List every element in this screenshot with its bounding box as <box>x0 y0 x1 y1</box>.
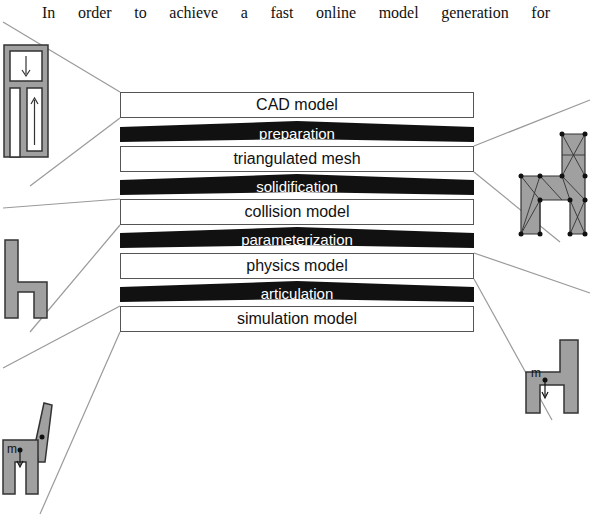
process-band: articulation <box>120 281 474 302</box>
collision-icon <box>5 240 47 318</box>
process-band: preparation <box>120 121 474 142</box>
model-box: physics model <box>120 253 474 279</box>
mesh-icon <box>519 132 588 237</box>
cad-icon <box>4 45 48 157</box>
leader-lines <box>3 22 590 514</box>
simulation-icon <box>3 403 52 494</box>
step-label: articulation <box>261 282 334 302</box>
step-label: parameterization <box>241 228 353 248</box>
model-label: CAD model <box>256 96 338 114</box>
model-label: simulation model <box>237 310 357 328</box>
model-box: simulation model <box>120 306 474 332</box>
process-band: solidification <box>120 174 474 195</box>
body-text: In order to achieve a fast online model … <box>42 4 550 22</box>
step-label: solidification <box>256 175 338 195</box>
model-box: CAD model <box>120 92 474 118</box>
physics-icon <box>526 340 578 413</box>
model-label: triangulated mesh <box>233 150 360 168</box>
model-label: collision model <box>245 203 350 221</box>
mass-symbol: m <box>7 443 17 455</box>
step-label: preparation <box>259 122 335 142</box>
model-label: physics model <box>246 257 347 275</box>
mass-symbol: m <box>531 367 541 379</box>
model-box: collision model <box>120 199 474 225</box>
model-box: triangulated mesh <box>120 146 474 172</box>
process-band: parameterization <box>120 227 474 248</box>
